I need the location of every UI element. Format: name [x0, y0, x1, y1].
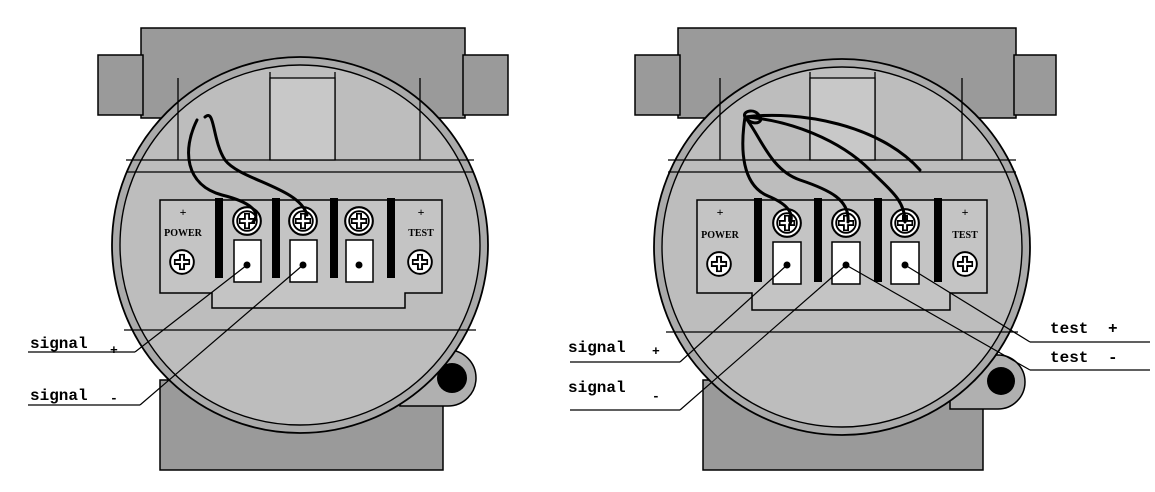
- right-signal-minus-callout: signal -: [568, 379, 660, 404]
- right-power-plus: +: [717, 205, 724, 219]
- left-separator-1: [215, 198, 223, 278]
- left-terminal-2: [288, 206, 318, 283]
- left-internal-slot: [269, 77, 336, 161]
- right-test-plus: +: [962, 205, 969, 219]
- svg-text:+: +: [110, 343, 118, 358]
- left-housing-lug-right: [462, 54, 509, 116]
- left-ground-hole: [437, 363, 467, 393]
- svg-text:test: test: [1050, 349, 1088, 367]
- right-housing-lug-right: [1013, 54, 1057, 116]
- svg-text:+: +: [1108, 320, 1118, 338]
- left-test-label: TEST: [408, 228, 434, 239]
- left-power-screw: [169, 249, 195, 275]
- right-signal-plus-callout: signal +: [568, 339, 660, 359]
- left-callout-lines: [28, 264, 304, 406]
- left-signal-plus-callout: signal +: [30, 335, 118, 358]
- right-callout-lines: [570, 264, 1150, 411]
- left-terminal-1: [232, 206, 262, 283]
- right-test-screw: [952, 251, 978, 277]
- right-test-plus-callout: test +: [1050, 320, 1118, 338]
- right-separator-1: [754, 198, 762, 282]
- left-transmitter: + POWER + TEST signal + signal -: [28, 27, 509, 471]
- right-separator-3: [874, 198, 882, 282]
- right-terminal-3: [890, 208, 920, 285]
- left-wires: [187, 113, 309, 224]
- right-power-screw: [706, 251, 732, 277]
- left-terminal-3: [344, 206, 374, 283]
- right-test-label: TEST: [952, 230, 978, 241]
- right-power-label: POWER: [701, 230, 740, 241]
- svg-text:signal: signal: [568, 379, 626, 397]
- right-separator-2: [814, 198, 822, 282]
- svg-text:signal: signal: [30, 387, 88, 405]
- left-signal-minus-callout: signal -: [30, 387, 118, 406]
- right-wires: [741, 109, 922, 226]
- svg-text:-: -: [110, 391, 118, 406]
- left-power-label: POWER: [164, 228, 203, 239]
- svg-text:test: test: [1050, 320, 1088, 338]
- svg-text:-: -: [1108, 349, 1118, 367]
- left-separator-3: [330, 198, 338, 278]
- left-power-plus: +: [180, 205, 187, 219]
- right-transmitter: + POWER + TEST signal + signal -: [568, 27, 1150, 471]
- svg-text:signal: signal: [568, 339, 626, 357]
- right-ground-hole: [987, 367, 1015, 395]
- left-test-plus: +: [418, 205, 425, 219]
- right-test-minus-callout: test -: [1050, 349, 1118, 367]
- svg-text:-: -: [652, 389, 660, 404]
- right-housing-lug-left: [634, 54, 681, 116]
- svg-text:+: +: [652, 344, 660, 359]
- svg-text:signal: signal: [30, 335, 88, 353]
- left-test-screw: [407, 249, 433, 275]
- right-separator-4: [934, 198, 942, 282]
- left-separator-4: [387, 198, 395, 278]
- left-separator-2: [272, 198, 280, 278]
- left-housing-lug-left: [97, 54, 144, 116]
- right-terminal-1: [772, 208, 802, 285]
